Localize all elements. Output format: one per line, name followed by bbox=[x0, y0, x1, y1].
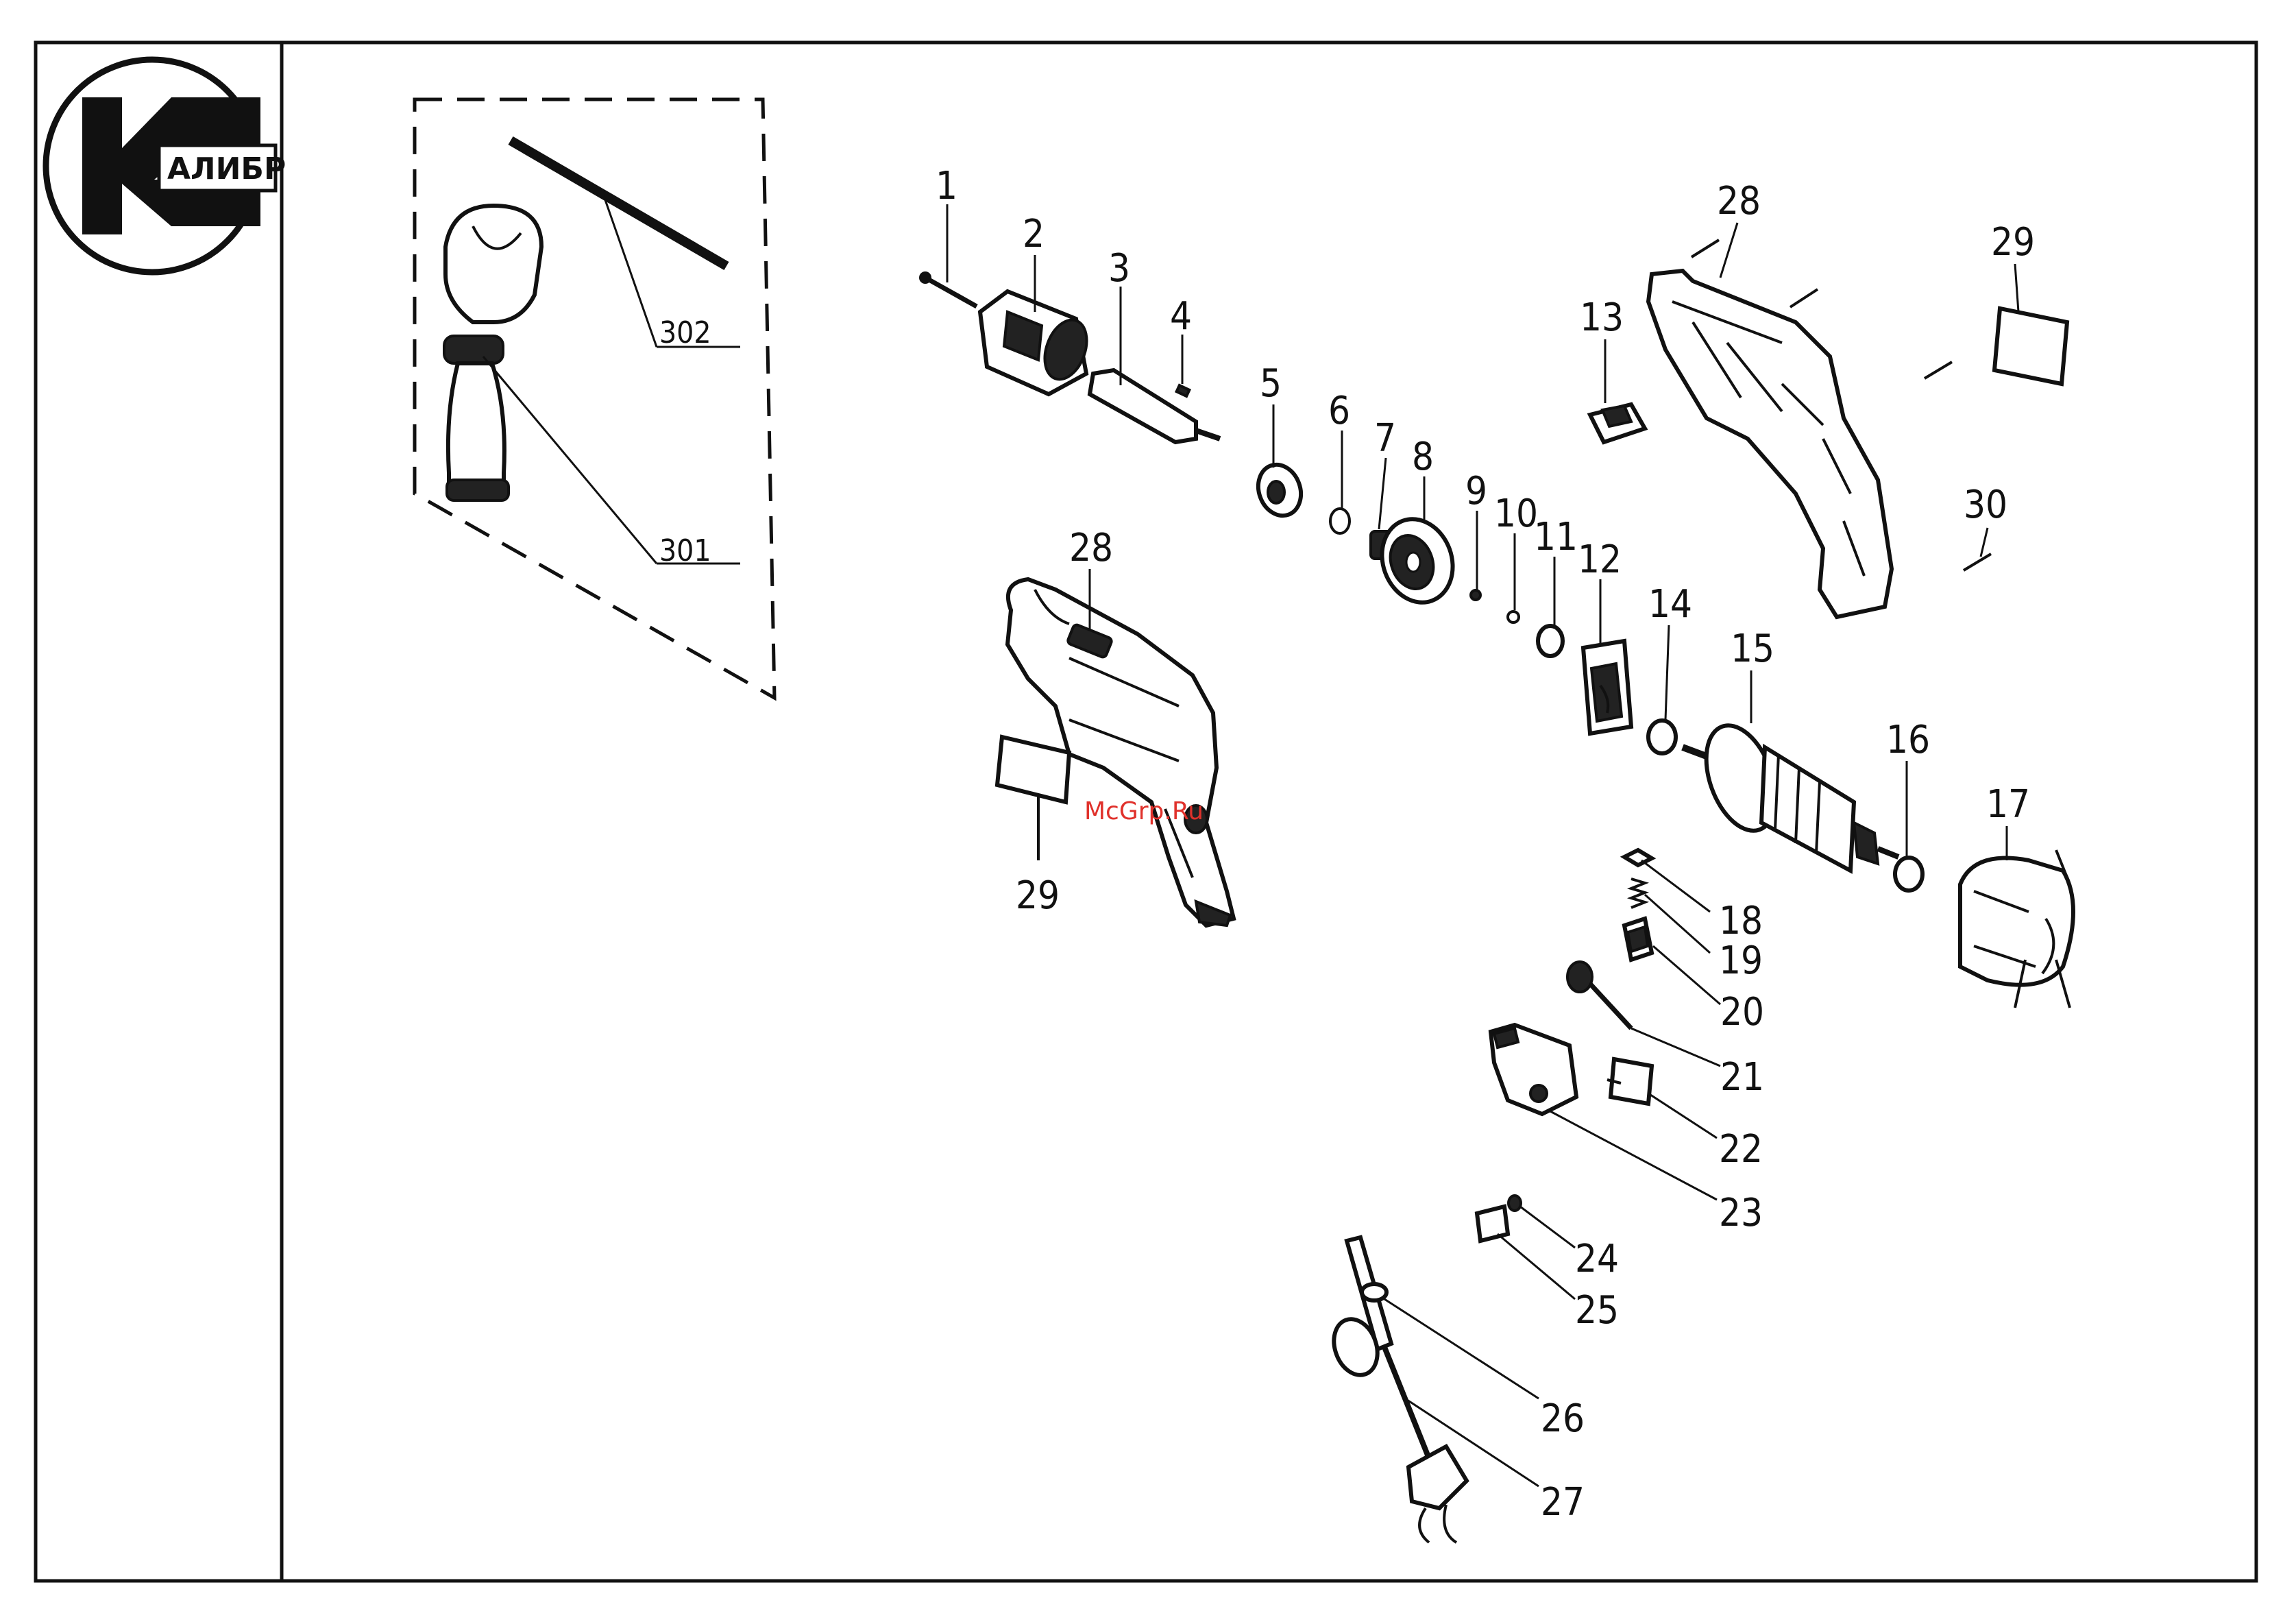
watermark: McGrp.Ru bbox=[1084, 797, 1204, 825]
label-20: 20 bbox=[1720, 990, 1764, 1034]
label-18: 18 bbox=[1719, 899, 1763, 943]
logo-text: АЛИБР bbox=[167, 152, 286, 186]
key-part bbox=[1177, 385, 1190, 396]
steel-ball-part bbox=[1471, 590, 1480, 600]
label-3: 3 bbox=[1108, 246, 1130, 291]
retaining-ring-part bbox=[1330, 509, 1349, 533]
label-15: 15 bbox=[1731, 627, 1774, 671]
label-5: 5 bbox=[1260, 361, 1282, 406]
power-cord-part bbox=[1326, 1237, 1467, 1542]
kalibr-logo: АЛИБР bbox=[46, 60, 286, 272]
label-301: 301 bbox=[659, 533, 711, 568]
housing-screw-b bbox=[1790, 289, 1818, 307]
housing-screw-d bbox=[1964, 554, 1991, 570]
carbon-brush-part bbox=[1624, 919, 1652, 960]
label-2: 2 bbox=[1023, 212, 1045, 256]
keyless-chuck-part bbox=[980, 291, 1095, 394]
brush-holder-part bbox=[1567, 962, 1631, 1028]
label-16: 16 bbox=[1886, 718, 1930, 762]
label-1: 1 bbox=[936, 164, 957, 208]
label-11: 11 bbox=[1534, 515, 1578, 559]
label-22: 22 bbox=[1719, 1127, 1763, 1172]
housing-half-right-part bbox=[1648, 271, 1892, 617]
gear-housing-part bbox=[1583, 641, 1631, 734]
label-23: 23 bbox=[1719, 1191, 1763, 1235]
brush-cap-part bbox=[1624, 850, 1652, 865]
bearing-14-part bbox=[1648, 721, 1676, 753]
side-handle-part bbox=[444, 206, 541, 500]
label-19: 19 bbox=[1719, 939, 1763, 983]
label-27: 27 bbox=[1541, 1480, 1585, 1525]
bearing-11-part bbox=[1538, 626, 1563, 656]
bearing-16-part bbox=[1895, 858, 1922, 891]
label-12: 12 bbox=[1578, 537, 1622, 582]
label-302: 302 bbox=[659, 315, 711, 350]
rating-label-right-part bbox=[1994, 308, 2067, 384]
label-28-right: 28 bbox=[1717, 179, 1761, 223]
label-17: 17 bbox=[1986, 782, 2030, 827]
label-28-left: 28 bbox=[1069, 526, 1113, 570]
housing-screw-c bbox=[1925, 362, 1952, 378]
label-24: 24 bbox=[1575, 1237, 1619, 1281]
armature-part bbox=[1683, 716, 1898, 871]
label-30: 30 bbox=[1964, 483, 2007, 527]
capacitor-part bbox=[1607, 1059, 1652, 1104]
label-9: 9 bbox=[1465, 469, 1487, 513]
trigger-switch-part bbox=[1491, 1025, 1576, 1114]
spindle-part bbox=[1090, 370, 1220, 442]
label-26: 26 bbox=[1541, 1396, 1585, 1441]
selector-switch-part bbox=[1590, 404, 1645, 442]
bearing-5-part bbox=[1251, 459, 1308, 522]
label-4: 4 bbox=[1170, 294, 1192, 339]
stator-part bbox=[1960, 850, 2073, 1008]
label-6: 6 bbox=[1328, 389, 1350, 433]
label-7: 7 bbox=[1374, 416, 1396, 461]
label-29-right: 29 bbox=[1991, 220, 2035, 265]
rating-label-left-part bbox=[997, 737, 1069, 802]
label-14: 14 bbox=[1648, 582, 1692, 627]
small-ring-part bbox=[1508, 612, 1519, 622]
housing-screw-a bbox=[1692, 240, 1719, 257]
brush-spring-part bbox=[1631, 879, 1645, 908]
label-21: 21 bbox=[1720, 1055, 1764, 1100]
label-8: 8 bbox=[1412, 435, 1434, 479]
label-13: 13 bbox=[1580, 295, 1624, 340]
gear-part bbox=[1371, 509, 1464, 613]
label-25: 25 bbox=[1575, 1288, 1619, 1333]
label-29-left: 29 bbox=[1016, 873, 1060, 918]
label-10: 10 bbox=[1494, 492, 1538, 536]
